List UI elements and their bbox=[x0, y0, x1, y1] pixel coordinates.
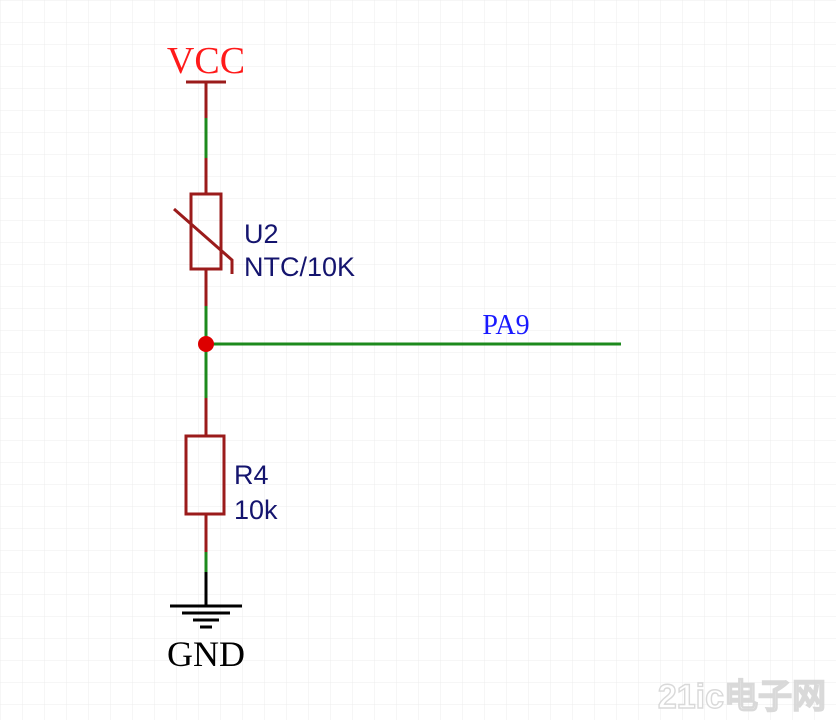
resistor-designator: R4 bbox=[234, 460, 269, 490]
resistor-value: 10k bbox=[234, 495, 278, 525]
ground-symbol[interactable]: GND bbox=[167, 604, 245, 674]
thermistor-u2[interactable]: U2 NTC/10K bbox=[173, 192, 355, 282]
watermark-logo: 21ic电子网 bbox=[658, 678, 826, 716]
gnd-label: GND bbox=[167, 634, 245, 674]
thermistor-value: NTC/10K bbox=[244, 252, 355, 282]
vcc-label: VCC bbox=[167, 40, 245, 82]
thermistor-slash bbox=[173, 207, 234, 274]
vcc-power-symbol[interactable]: VCC bbox=[167, 40, 245, 118]
junction-dot bbox=[198, 336, 214, 352]
thermistor-designator: U2 bbox=[244, 219, 279, 249]
net-label-pa9: PA9 bbox=[482, 310, 529, 341]
